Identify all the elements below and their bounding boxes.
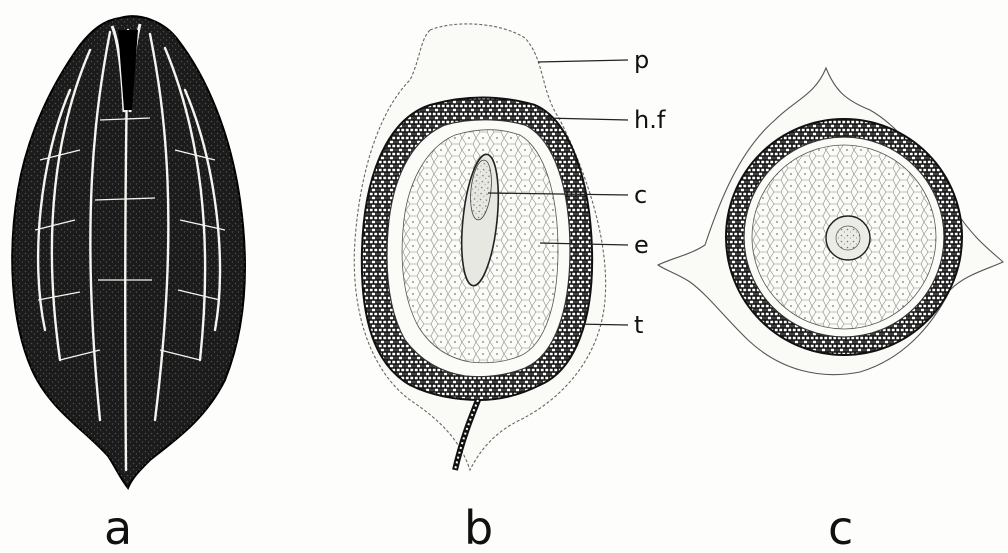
panel-label-a: a [104, 501, 132, 553]
callout-p: p [634, 46, 649, 74]
callout-hf: h.f [634, 106, 666, 134]
panel-label-c: c [828, 501, 853, 553]
callout-t: t [634, 311, 643, 339]
panel-label-b: b [464, 501, 493, 553]
panel-b-longitudinal-section [354, 24, 628, 470]
panel-a-fruit-drawing [12, 16, 245, 488]
callout-c: c [634, 181, 647, 209]
callout-e: e [634, 231, 649, 259]
panel-c-cross-section [658, 68, 1003, 375]
